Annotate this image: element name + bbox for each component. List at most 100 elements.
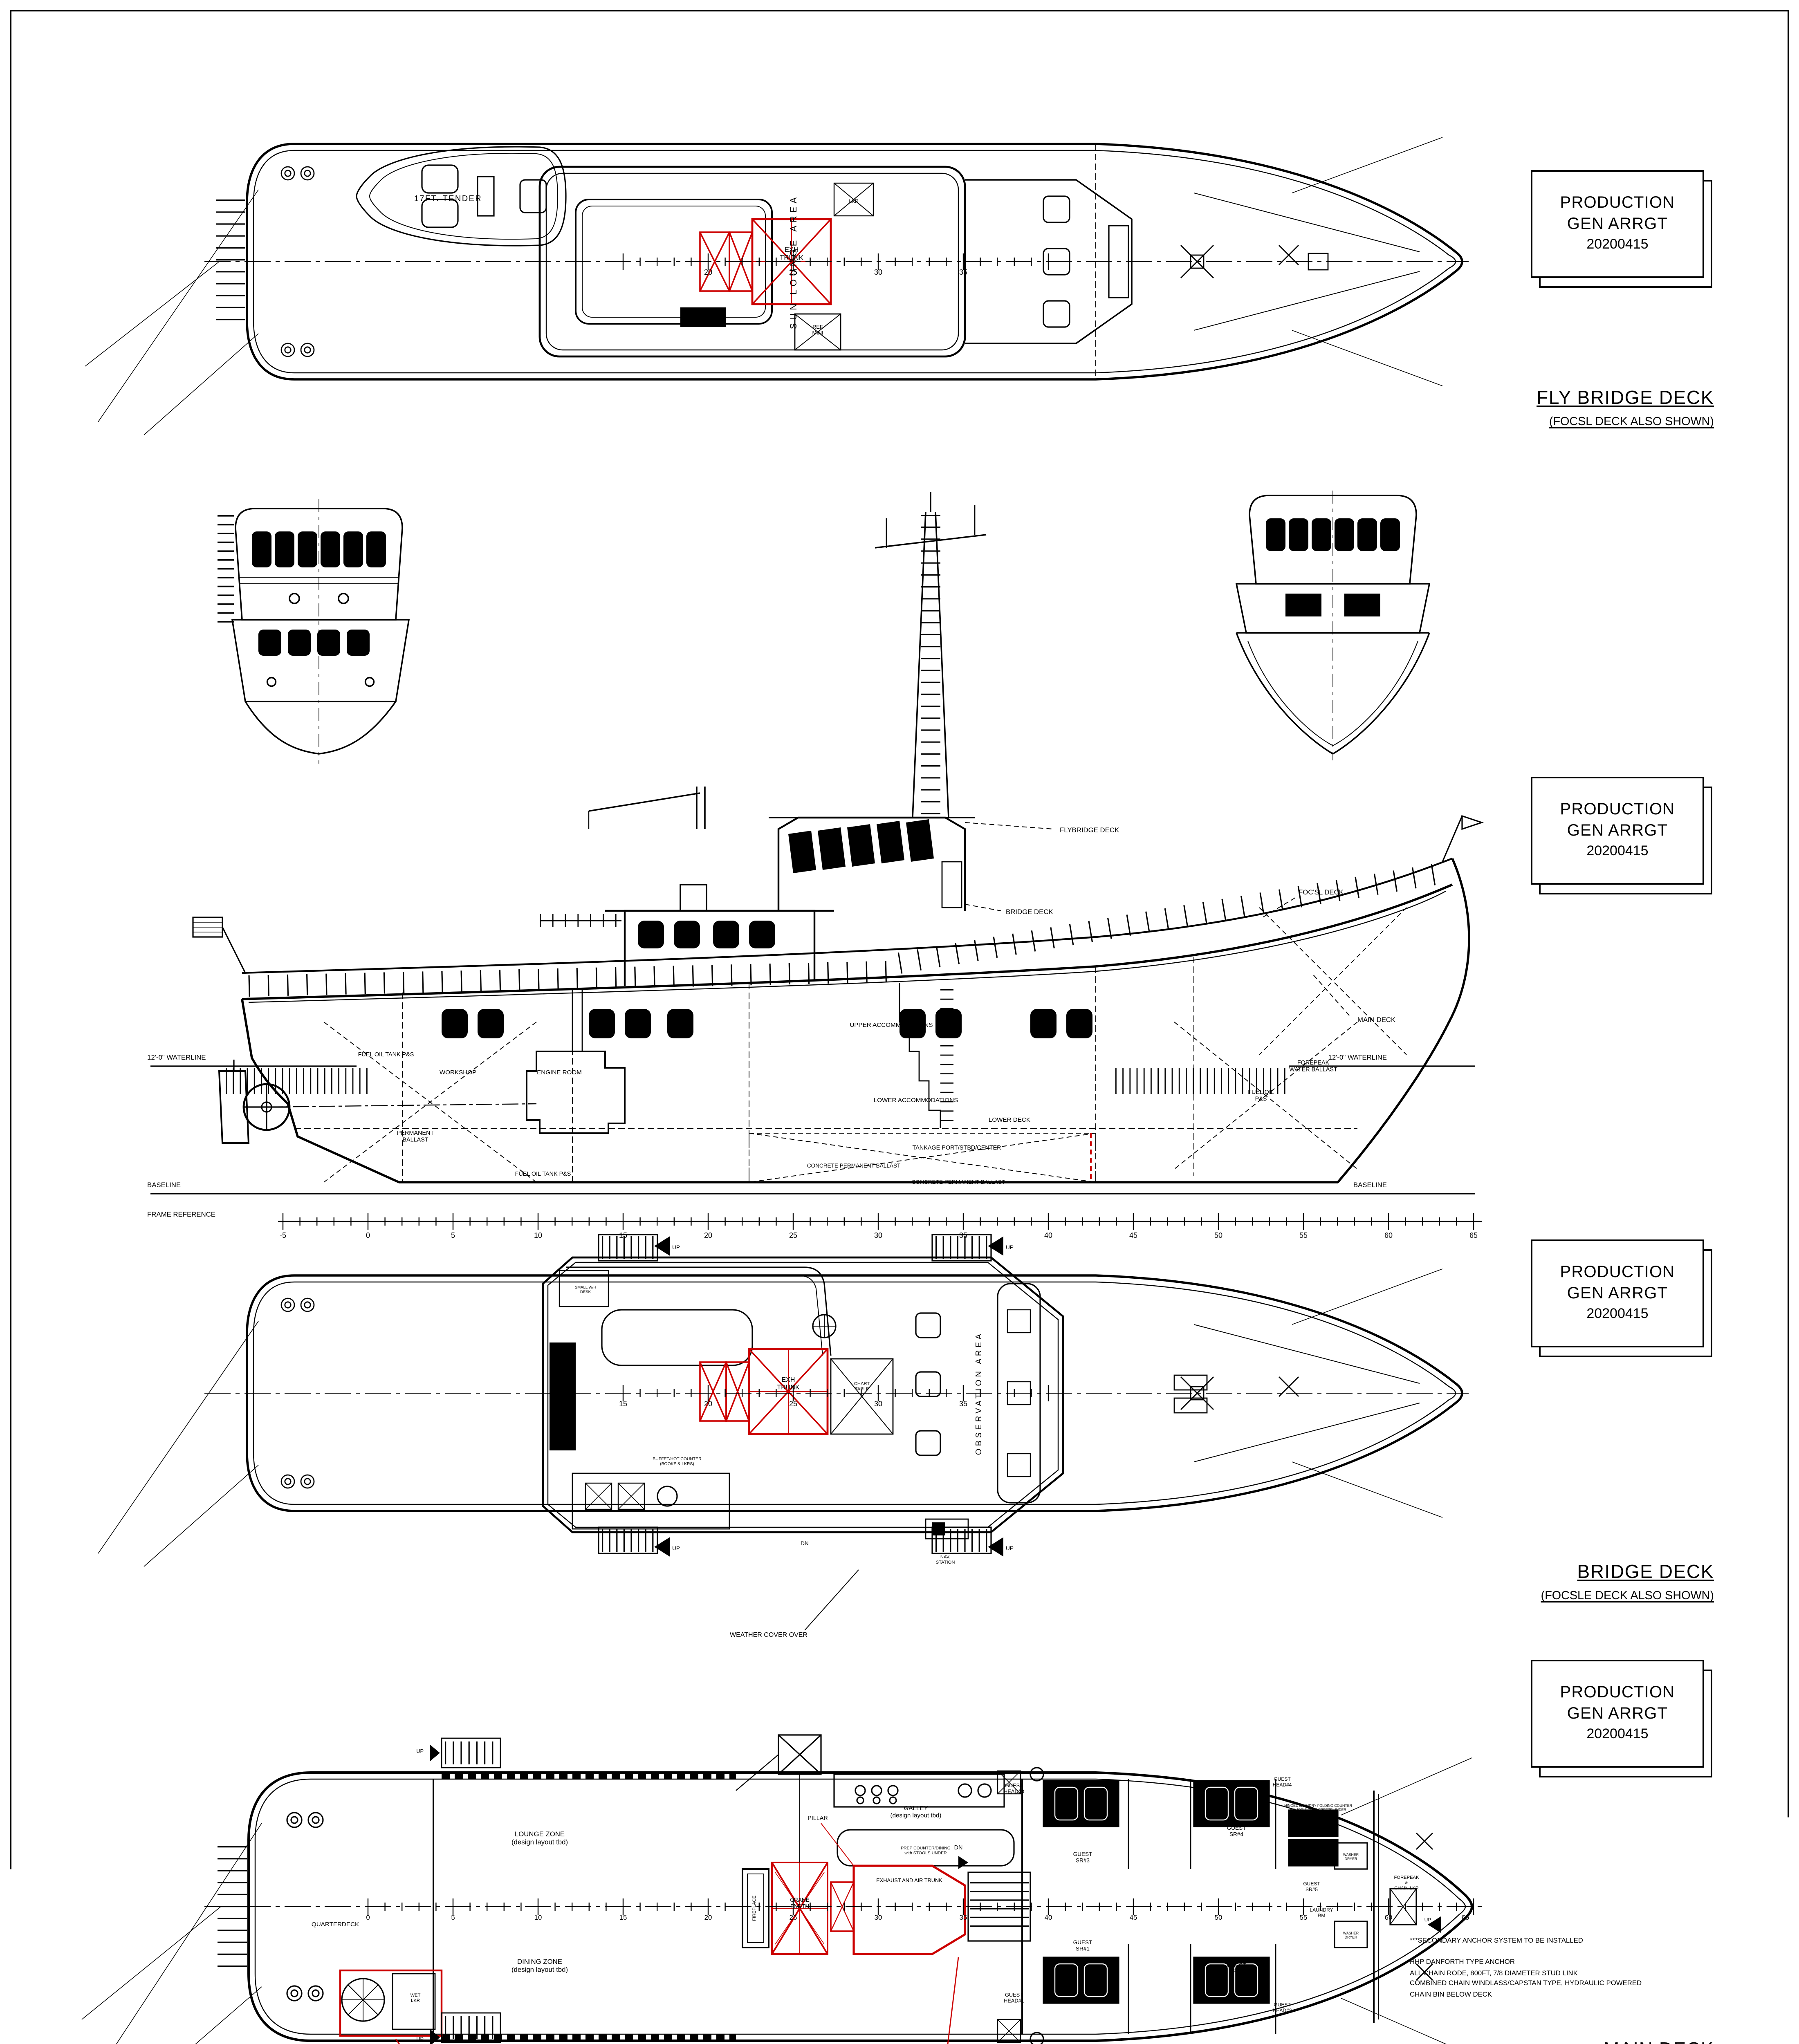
- plan-label: OBSERVATION AREA: [974, 1331, 983, 1455]
- plan-label: 17FT. TENDER: [414, 194, 482, 203]
- plan-label: 55: [1300, 1914, 1308, 1921]
- plan-label: CONCRETE PERMANENT BALLAST: [912, 1179, 1005, 1185]
- plan-label: UP: [672, 1244, 680, 1251]
- plan-label: PREP COUNTER/DININGwith STOOLS UNDER: [901, 1846, 951, 1856]
- plan-label: UP: [1006, 1244, 1014, 1251]
- plan-label: LOWER ACCOMMODATIONS: [874, 1097, 958, 1104]
- plan-label: 20: [704, 1914, 712, 1921]
- profile-deckhouse: [442, 818, 1092, 1038]
- plan-label: GRILL: [695, 316, 711, 322]
- stamp-line1: PRODUCTION: [1532, 802, 1703, 822]
- main-deck-plan: LOUNGE ZONE(design layout tbd) DINING ZON…: [49, 1725, 1496, 2044]
- plan-label: 30: [874, 1400, 882, 1408]
- plan-label: 25: [790, 1914, 797, 1921]
- plan-label: 20: [704, 1400, 712, 1408]
- mast: [875, 492, 986, 818]
- main-title-main: MAIN DECK: [1604, 2041, 1714, 2044]
- plan-label: WORKSHOP: [440, 1069, 476, 1076]
- plan-label: BUFFET/HOT COUNTER(BOOKS & LKRS): [653, 1457, 702, 1466]
- plan-label: 65: [1462, 1914, 1469, 1921]
- plan-label: LOWER DECK: [989, 1116, 1030, 1123]
- plan-label: DINING ZONE(design layout tbd): [511, 1958, 568, 1973]
- plan-label: BRIDGE DECK: [1006, 908, 1053, 916]
- plan-label: LKR: [849, 198, 859, 204]
- plan-label: UP: [416, 2036, 424, 2042]
- plan-label: ENGINE ROOM: [537, 1069, 582, 1076]
- flybridge-title-main: FLY BRIDGE DECK: [1537, 389, 1714, 409]
- stamp-line3: 20200415: [1532, 236, 1703, 253]
- plan-label: TANKAGE PORT/STBD/CENTER: [913, 1145, 1001, 1151]
- plan-label: FLYBRIDGE DECK: [1060, 826, 1119, 834]
- plan-label: DN: [954, 1845, 963, 1851]
- plan-label: 35: [959, 1400, 967, 1408]
- plan-label: QUARTERDECK: [312, 1921, 359, 1928]
- stamp-line3: 20200415: [1532, 843, 1703, 860]
- bridge-title: BRIDGE DECK (FOCSLE DECK ALSO SHOWN): [1194, 1557, 1714, 1602]
- plan-label: 35: [960, 1914, 967, 1921]
- stern-end-view: [226, 499, 409, 764]
- crane-boom: [589, 787, 705, 829]
- quarterdeck-fittings: [287, 1738, 500, 2044]
- plan-label: GUESTHEAD#1: [1004, 1992, 1024, 2004]
- plan-label: CHARTTABLE: [854, 1381, 870, 1392]
- profile-internals: [294, 823, 1406, 1182]
- plan-label: GUESTSR#3: [1073, 1851, 1092, 1864]
- plan-label: GUESTSR#5: [1303, 1881, 1320, 1892]
- plan-label: CONCRETE PERMANENT BALLAST: [807, 1163, 901, 1169]
- plan-label: REFMINI: [812, 324, 823, 336]
- plan-label: GUESTHEAD#3: [1004, 1782, 1024, 1795]
- plan-label: EXHAUST AND AIR TRUNK: [876, 1877, 942, 1883]
- plan-label: FUEL OIL TANK P&S: [358, 1051, 414, 1058]
- plan-label: PERMANENTBALLAST: [397, 1130, 434, 1143]
- profile-elevation: FLYBRIDGE DECKBRIDGE DECKFOC'SL DECKMAIN…: [49, 482, 1505, 1251]
- bridge-red-trunk-group: [700, 1349, 828, 1434]
- plan-label: PILLAR: [808, 1815, 828, 1822]
- plan-label: DN: [801, 1540, 809, 1546]
- stamp-line2: GEN ARRGT: [1532, 215, 1703, 236]
- stamp-line2: GEN ARRGT: [1532, 1705, 1703, 1726]
- plan-label: WASHERDRYER: [1343, 1853, 1359, 1861]
- plan-label: 30: [874, 268, 882, 276]
- plan-label: HINGED LAUNDRY FOLDING COUNTERW/ HORIZ D…: [1284, 1804, 1352, 1812]
- bridge-title-main: BRIDGE DECK: [1577, 1563, 1714, 1583]
- plan-label: GUESTHEAD#2: [1273, 2002, 1292, 2013]
- plan-label: UP: [1424, 1917, 1431, 1923]
- plan-label: CRANEFNDTN: [790, 1897, 810, 1910]
- plan-label: UPPER ACCOMMODATIONS: [850, 1022, 933, 1029]
- plan-label: WETLKR: [410, 1993, 421, 2003]
- plan-label: UP: [1006, 1545, 1014, 1551]
- exhaust-air-trunk: [821, 1823, 965, 1954]
- plan-label: EXHTRUNK: [780, 246, 803, 261]
- plan-label: GUESTSR#1: [1073, 1939, 1092, 1952]
- stamp-line1: PRODUCTION: [1532, 195, 1703, 215]
- plan-label: 25: [789, 1400, 797, 1408]
- plan-label: LOUNGE ZONE(design layout tbd): [511, 1830, 568, 1846]
- stamp-flybridge: PRODUCTION GEN ARRGT 20200415: [1531, 170, 1704, 278]
- central-stair: [958, 1856, 1030, 1941]
- stamp-line1: PRODUCTION: [1532, 1264, 1703, 1285]
- plan-label: UP: [672, 1545, 680, 1551]
- plan-label: 45: [1130, 1914, 1137, 1921]
- stamp-line1: PRODUCTION: [1532, 1685, 1703, 1705]
- plan-label: 35: [959, 268, 967, 276]
- bridge-title-sub: (FOCSLE DECK ALSO SHOWN): [1194, 1588, 1714, 1602]
- plan-label: WASHERDRYER: [1343, 1931, 1359, 1939]
- datum-lines: [150, 1066, 1482, 1221]
- plan-label: 12'-0" WATERLINE: [1328, 1053, 1387, 1061]
- plan-label: MAIN DECK: [1357, 1016, 1395, 1024]
- stamp-line2: GEN ARRGT: [1532, 1285, 1703, 1305]
- plan-label: 40: [1045, 1914, 1052, 1921]
- flybridge-title: FLY BRIDGE DECK (FOCSL DECK ALSO SHOWN): [1194, 383, 1714, 428]
- anchor-system-notes: ***SECONDARY ANCHOR SYSTEM TO BE INSTALL…: [1410, 1936, 1753, 2000]
- plan-label: 0: [366, 1914, 370, 1921]
- plan-label: BASELINE: [147, 1181, 181, 1189]
- plan-label: 50: [1215, 1914, 1223, 1921]
- plan-label: SUN LOUNGE AREA: [788, 194, 799, 329]
- stamp-main: PRODUCTION GEN ARRGT 20200415: [1531, 1660, 1704, 1768]
- plan-label: FIREPLACE: [752, 1896, 757, 1921]
- stamp-profile: PRODUCTION GEN ARRGT 20200415: [1531, 777, 1704, 885]
- plan-label: 30: [875, 1914, 882, 1921]
- bulwark-stanchions: [249, 873, 1442, 986]
- plan-label: GUESTSR#4: [1227, 1825, 1246, 1838]
